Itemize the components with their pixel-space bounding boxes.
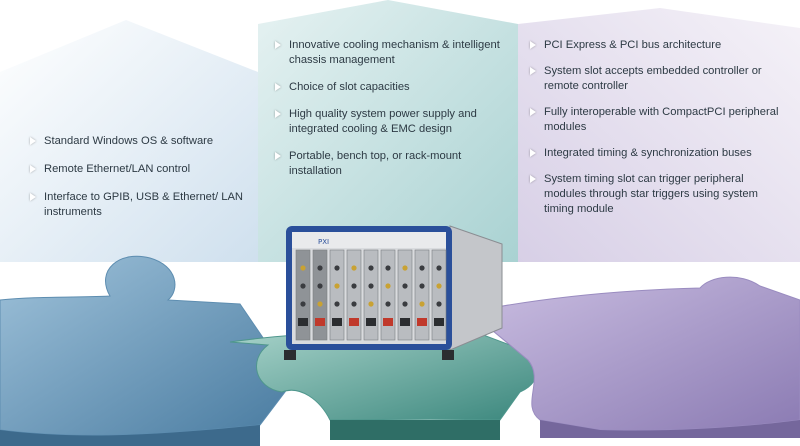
connector xyxy=(385,283,391,289)
cable-connector xyxy=(315,318,325,326)
connector xyxy=(368,301,374,307)
puzzle-green xyxy=(229,329,538,440)
center-panel xyxy=(258,0,518,262)
triangle-bullet-icon xyxy=(530,149,536,157)
connector xyxy=(334,283,340,289)
connector xyxy=(368,283,374,289)
feature-text: Fully interoperable with CompactPCI peri… xyxy=(544,106,779,133)
connector xyxy=(300,283,306,289)
module-slot xyxy=(312,249,328,341)
triangle-bullet-icon xyxy=(530,41,536,49)
cable-connector xyxy=(332,318,342,326)
pxi-chassis: PXI xyxy=(284,225,503,360)
triangle-bullet-icon xyxy=(530,67,536,75)
feature-item: Standard Windows OS & software xyxy=(30,134,250,149)
cable-connector xyxy=(400,318,410,326)
module-slot xyxy=(295,249,311,341)
connector xyxy=(385,265,391,271)
module-slot xyxy=(346,249,362,341)
connector xyxy=(436,301,442,307)
feature-item: Fully interoperable with CompactPCI peri… xyxy=(530,105,780,135)
feature-item: Innovative cooling mechanism & intellige… xyxy=(275,38,507,68)
module-slot xyxy=(397,249,413,341)
connector xyxy=(351,301,357,307)
connector xyxy=(419,283,425,289)
triangle-bullet-icon xyxy=(30,193,36,201)
feature-item: Remote Ethernet/LAN control xyxy=(30,162,250,177)
feature-text: Portable, bench top, or rack-mount insta… xyxy=(289,150,462,177)
feature-text: PCI Express & PCI bus architecture xyxy=(544,39,722,51)
connector xyxy=(436,265,442,271)
puzzle-blue xyxy=(0,255,286,446)
connector xyxy=(334,265,340,271)
module-slot xyxy=(431,249,447,341)
feature-text: Interface to GPIB, USB & Ethernet/ LAN i… xyxy=(44,191,243,218)
feature-item: Integrated timing & synchronization buse… xyxy=(530,146,780,161)
connector xyxy=(402,301,408,307)
connector xyxy=(402,265,408,271)
feature-list-center: Innovative cooling mechanism & intellige… xyxy=(275,38,507,191)
triangle-bullet-icon xyxy=(30,165,36,173)
connector xyxy=(317,265,323,271)
right-panel xyxy=(518,8,800,262)
connector xyxy=(317,283,323,289)
connector xyxy=(300,265,306,271)
feature-text: High quality system power supply and int… xyxy=(289,108,477,135)
device-label: PXI xyxy=(318,238,329,246)
module-slot xyxy=(329,249,345,341)
feature-item: System timing slot can trigger periphera… xyxy=(530,172,780,217)
connector xyxy=(402,283,408,289)
feature-text: Remote Ethernet/LAN control xyxy=(44,163,191,175)
connector xyxy=(351,283,357,289)
feature-item: PCI Express & PCI bus architecture xyxy=(530,38,780,53)
connector xyxy=(436,283,442,289)
connector xyxy=(351,265,357,271)
module-slot xyxy=(380,249,396,341)
connector xyxy=(419,301,425,307)
connector xyxy=(419,265,425,271)
connector xyxy=(385,301,391,307)
feature-item: Portable, bench top, or rack-mount insta… xyxy=(275,149,507,179)
connector xyxy=(300,301,306,307)
feature-item: Interface to GPIB, USB & Ethernet/ LAN i… xyxy=(30,190,250,220)
feature-text: Choice of slot capacities xyxy=(289,81,410,93)
cable-connector xyxy=(383,318,393,326)
triangle-bullet-icon xyxy=(275,83,281,91)
feature-item: High quality system power supply and int… xyxy=(275,107,507,137)
feature-item: System slot accepts embedded controller … xyxy=(530,64,780,94)
module-slots xyxy=(295,249,447,341)
feature-text: Integrated timing & synchronization buse… xyxy=(544,147,752,159)
cable-connector xyxy=(298,318,308,326)
module-slot xyxy=(363,249,379,341)
feature-text: Innovative cooling mechanism & intellige… xyxy=(289,39,500,66)
cable-connector xyxy=(366,318,376,326)
triangle-bullet-icon xyxy=(30,137,36,145)
triangle-bullet-icon xyxy=(275,152,281,160)
module-slot xyxy=(414,249,430,341)
triangle-bullet-icon xyxy=(275,41,281,49)
feature-text: System timing slot can trigger periphera… xyxy=(544,173,758,215)
feature-item: Choice of slot capacities xyxy=(275,80,507,95)
connector xyxy=(317,301,323,307)
triangle-bullet-icon xyxy=(530,108,536,116)
cable-connector xyxy=(434,318,444,326)
connector xyxy=(334,301,340,307)
triangle-bullet-icon xyxy=(275,110,281,118)
left-panel xyxy=(0,20,258,262)
cable-connector xyxy=(349,318,359,326)
feature-text: Standard Windows OS & software xyxy=(44,135,214,147)
connector xyxy=(368,265,374,271)
triangle-bullet-icon xyxy=(530,175,536,183)
cable-connector xyxy=(417,318,427,326)
feature-text: System slot accepts embedded controller … xyxy=(544,65,762,92)
